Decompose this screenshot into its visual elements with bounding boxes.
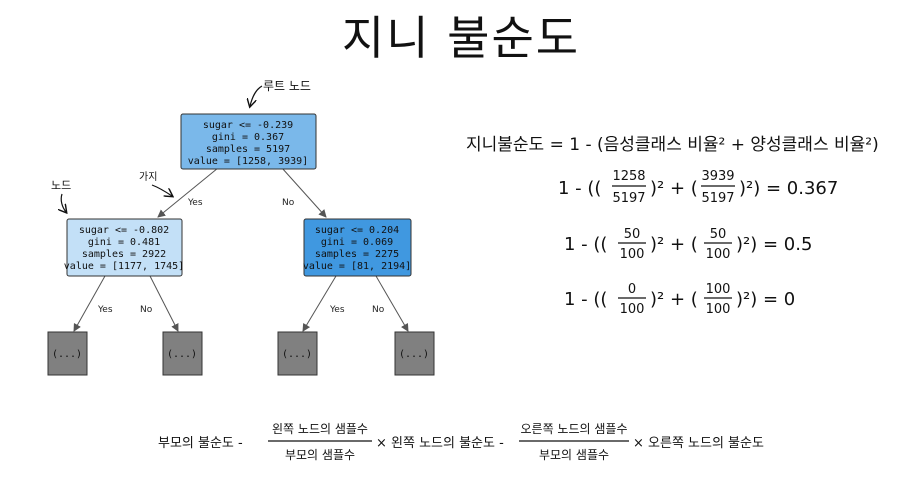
edge-label-no-right: No	[372, 305, 385, 315]
formula-example-1: 1 - (( 1258 5197 )² + ( 3939 5197 )²) = …	[558, 169, 838, 206]
ex3-f1-num: 0	[628, 282, 636, 297]
node-right-line-3: samples = 2275	[315, 249, 399, 260]
tree-node-right: sugar <= 0.204 gini = 0.069 samples = 22…	[303, 218, 412, 277]
imp-lead: 부모의 불순도 -	[158, 436, 243, 451]
tree-leaf-1: (...)	[47, 331, 88, 376]
edge-right-leaf2	[375, 275, 409, 332]
node-left-line-3: samples = 2922	[82, 249, 166, 260]
edge-left-leaf2	[149, 275, 179, 332]
ex1-mid: )² + (	[650, 178, 698, 199]
ex3-f2-num: 100	[706, 282, 731, 297]
edge-label-yes-right: Yes	[329, 305, 345, 315]
tree-node-left: sugar <= -0.802 gini = 0.481 samples = 2…	[64, 218, 184, 277]
edge-label-no-left: No	[140, 305, 153, 315]
ex2-prefix: 1 - ((	[564, 234, 607, 255]
leaf-3-label: (...)	[282, 349, 312, 360]
tree-leaf-3: (...)	[277, 331, 318, 376]
ex1-prefix: 1 - ((	[558, 178, 601, 199]
annotation-branch: 가지	[139, 171, 157, 183]
annotation-node: 노드	[51, 179, 71, 192]
ex2-f1-num: 50	[624, 227, 641, 242]
tree-node-root: sugar <= -0.239 gini = 0.367 samples = 5…	[180, 113, 317, 170]
node-root-line-1: sugar <= -0.239	[203, 120, 293, 131]
ex2-mid: )² + (	[650, 234, 698, 255]
ex2-f2-num: 50	[710, 227, 727, 242]
ex1-suffix: )²) = 0.367	[739, 178, 838, 199]
node-left-line-4: value = [1177, 1745]	[64, 261, 184, 272]
node-root-line-3: samples = 5197	[206, 144, 290, 155]
page-title: 지니 불순도	[341, 11, 581, 65]
node-root-line-2: gini = 0.367	[212, 132, 284, 143]
ex3-f1-den: 100	[620, 302, 645, 317]
node-left-line-1: sugar <= -0.802	[79, 225, 169, 236]
imp-f2-num: 오른쪽 노드의 샘플수	[521, 422, 628, 436]
ex1-f1-den: 5197	[612, 191, 645, 206]
formula-example-2: 1 - (( 50 100 )² + ( 50 100 )²) = 0.5	[564, 227, 812, 262]
annotation-branch-arrow	[151, 184, 172, 196]
edge-right-leaf1	[302, 275, 337, 332]
ex2-suffix: )²) = 0.5	[736, 234, 812, 255]
imp-tail: × 오른쪽 노드의 불순도	[633, 436, 764, 451]
ex3-suffix: )²) = 0	[736, 289, 795, 310]
annotation-node-arrow	[61, 193, 66, 212]
imp-mid: × 왼쪽 노드의 불순도 -	[376, 436, 504, 451]
leaf-1-label: (...)	[52, 349, 82, 360]
formula-definition: 지니불순도 = 1 - (음성클래스 비율² + 양성클래스 비율²)	[466, 135, 879, 155]
edge-label-no-root: No	[282, 198, 295, 208]
ex1-f1-num: 1258	[612, 169, 645, 184]
leaf-4-label: (...)	[399, 349, 429, 360]
ex1-f2-num: 3939	[701, 169, 734, 184]
ex3-prefix: 1 - ((	[564, 289, 607, 310]
ex2-f1-den: 100	[620, 247, 645, 262]
annotation-root-arrow	[250, 85, 263, 106]
node-root-line-4: value = [1258, 3939]	[188, 156, 308, 167]
node-right-line-4: value = [81, 2194]	[303, 261, 411, 272]
node-right-line-1: sugar <= 0.204	[315, 225, 399, 236]
ex1-f2-den: 5197	[701, 191, 734, 206]
edge-root-left	[157, 167, 219, 218]
imp-f1-num: 왼쪽 노드의 샘플수	[272, 422, 368, 436]
tree-leaf-4: (...)	[394, 331, 435, 376]
formula-impurity-decrease: 부모의 불순도 - 왼쪽 노드의 샘플수 부모의 샘플수 × 왼쪽 노드의 불순…	[158, 422, 764, 462]
ex3-f2-den: 100	[706, 302, 731, 317]
annotation-root-node: 루트 노드	[263, 79, 311, 93]
ex2-f2-den: 100	[706, 247, 731, 262]
imp-f1-den: 부모의 샘플수	[285, 448, 355, 462]
ex3-mid: )² + (	[650, 289, 698, 310]
tree-leaf-2: (...)	[162, 331, 203, 376]
edge-label-yes-root: Yes	[187, 198, 203, 208]
edge-label-yes-left: Yes	[97, 305, 113, 315]
node-left-line-2: gini = 0.481	[88, 237, 160, 248]
node-right-line-2: gini = 0.069	[321, 237, 393, 248]
edge-left-leaf1	[73, 275, 106, 332]
imp-f2-den: 부모의 샘플수	[539, 448, 609, 462]
leaf-2-label: (...)	[167, 349, 197, 360]
edge-root-right	[281, 167, 327, 218]
formula-example-3: 1 - (( 0 100 )² + ( 100 100 )²) = 0	[564, 282, 795, 317]
